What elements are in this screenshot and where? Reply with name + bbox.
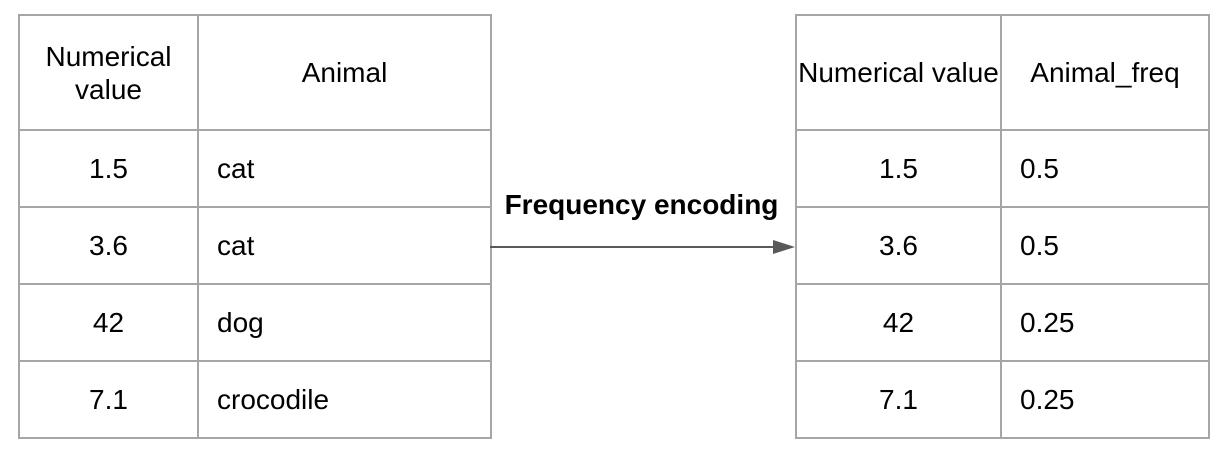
animal-freq-cell: 0.25 xyxy=(1000,360,1210,439)
numerical-value-cell: 42 xyxy=(795,283,1002,362)
encoded-table-header-row: Numerical value Animal_freq xyxy=(795,14,1210,131)
table-row: 7.1 0.25 xyxy=(795,360,1210,439)
animal-cell: crocodile xyxy=(197,360,492,439)
numerical-value-cell: 7.1 xyxy=(795,360,1002,439)
animal-column-header: Animal xyxy=(197,14,492,131)
animal-cell: cat xyxy=(197,206,492,285)
animal-freq-cell: 0.25 xyxy=(1000,283,1210,362)
numerical-value-column-header: Numerical value xyxy=(795,14,1002,131)
animal-freq-cell: 0.5 xyxy=(1000,206,1210,285)
animal-cell: dog xyxy=(197,283,492,362)
numerical-value-column-header: Numerical value xyxy=(18,14,199,131)
numerical-value-cell: 3.6 xyxy=(795,206,1002,285)
animal-freq-column-header: Animal_freq xyxy=(1000,14,1210,131)
table-row: 1.5 0.5 xyxy=(795,129,1210,208)
table-row: 1.5 cat xyxy=(18,129,492,208)
animal-freq-cell: 0.5 xyxy=(1000,129,1210,208)
table-row: 42 dog xyxy=(18,283,492,362)
numerical-value-cell: 7.1 xyxy=(18,360,199,439)
table-row: 42 0.25 xyxy=(795,283,1210,362)
right-arrow-icon xyxy=(490,240,795,254)
table-row: 3.6 0.5 xyxy=(795,206,1210,285)
encoded-table: Numerical value Animal_freq 1.5 0.5 3.6 … xyxy=(795,14,1210,439)
numerical-value-cell: 1.5 xyxy=(795,129,1002,208)
source-table-header-row: Numerical value Animal xyxy=(18,14,492,131)
numerical-value-cell: 3.6 xyxy=(18,206,199,285)
table-row: 3.6 cat xyxy=(18,206,492,285)
source-table: Numerical value Animal 1.5 cat 3.6 cat 4… xyxy=(18,14,492,439)
encoding-label: Frequency encoding xyxy=(504,189,779,220)
numerical-value-cell: 42 xyxy=(18,283,199,362)
table-row: 7.1 crocodile xyxy=(18,360,492,439)
animal-cell: cat xyxy=(197,129,492,208)
numerical-value-cell: 1.5 xyxy=(18,129,199,208)
